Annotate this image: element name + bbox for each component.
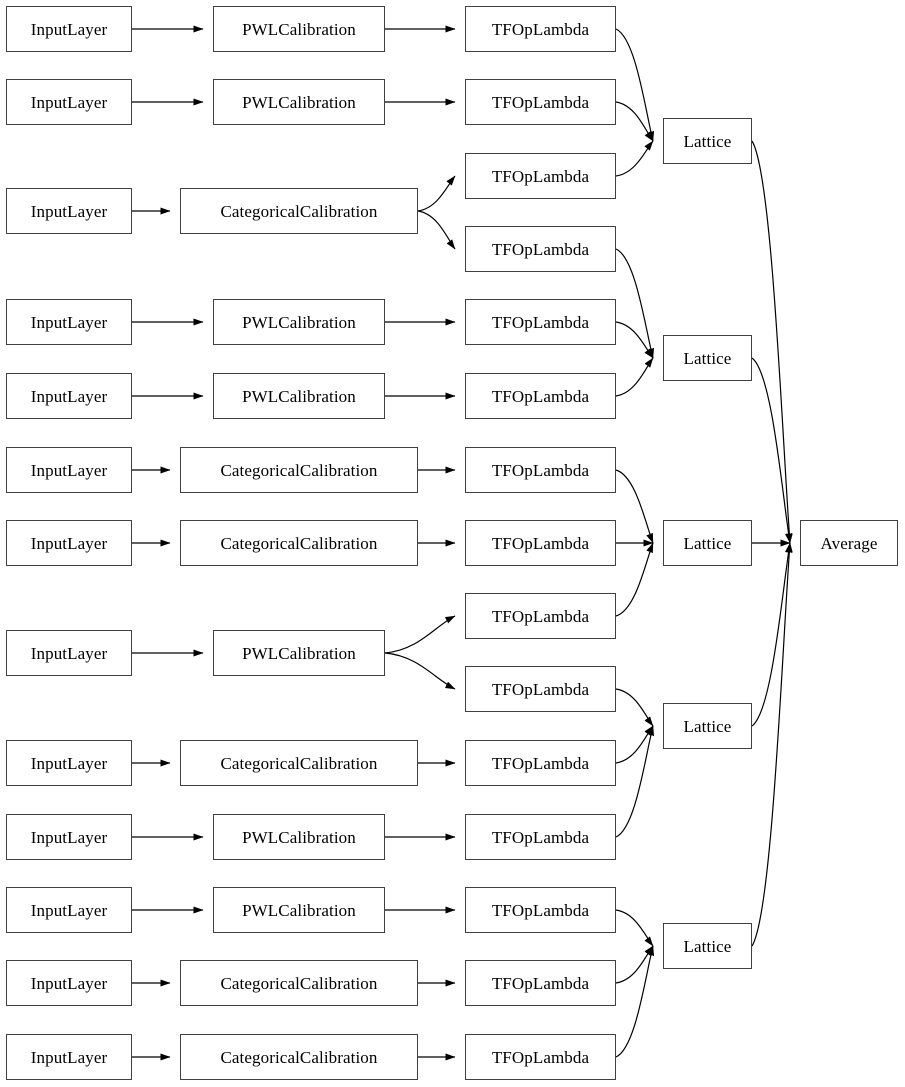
- node-cal2[interactable]: PWLCalibration: [213, 79, 385, 125]
- node-in10[interactable]: InputLayer: [6, 814, 132, 860]
- edge-op2-to-lat1: [615, 101, 654, 142]
- edge-cal3-to-op3: [417, 175, 456, 212]
- edge-op11-to-lat4: [615, 725, 654, 764]
- node-in11[interactable]: InputLayer: [6, 887, 132, 933]
- edge-op7-to-lat3: [615, 469, 654, 544]
- node-cal9[interactable]: CategoricalCalibration: [180, 740, 418, 786]
- edge-lat1-to-avg: [751, 140, 793, 544]
- node-in1[interactable]: InputLayer: [6, 6, 132, 52]
- node-in8[interactable]: InputLayer: [6, 630, 132, 676]
- edge-op1-to-lat1: [615, 28, 655, 142]
- edge-lat5-to-avg: [751, 542, 793, 947]
- edge-op3-to-lat1: [615, 140, 654, 177]
- node-lat3[interactable]: Lattice: [663, 520, 752, 566]
- node-cal3[interactable]: CategoricalCalibration: [180, 188, 418, 234]
- node-op13[interactable]: TFOpLambda: [465, 887, 616, 933]
- node-op11[interactable]: TFOpLambda: [465, 740, 616, 786]
- edge-op14-to-lat5: [615, 945, 654, 984]
- edge-op9-to-lat3: [615, 542, 654, 617]
- node-cal11[interactable]: PWLCalibration: [213, 887, 385, 933]
- edge-cal8-to-op9: [384, 615, 456, 654]
- edge-op6-to-lat2: [615, 357, 654, 397]
- node-lat1[interactable]: Lattice: [663, 118, 752, 164]
- edge-op4-to-lat2: [615, 248, 655, 359]
- edge-op13-to-lat5: [615, 909, 654, 947]
- node-op14[interactable]: TFOpLambda: [465, 960, 616, 1006]
- node-op8[interactable]: TFOpLambda: [465, 520, 616, 566]
- node-cal1[interactable]: PWLCalibration: [213, 6, 385, 52]
- node-op1[interactable]: TFOpLambda: [465, 6, 616, 52]
- node-op10[interactable]: TFOpLambda: [465, 666, 616, 712]
- node-cal12[interactable]: CategoricalCalibration: [180, 960, 418, 1006]
- node-op4[interactable]: TFOpLambda: [465, 226, 616, 272]
- edge-lat4-to-avg: [751, 542, 792, 727]
- node-op9[interactable]: TFOpLambda: [465, 593, 616, 639]
- node-in7[interactable]: InputLayer: [6, 520, 132, 566]
- node-lat4[interactable]: Lattice: [663, 703, 752, 749]
- node-lat5[interactable]: Lattice: [663, 923, 752, 969]
- node-op2[interactable]: TFOpLambda: [465, 79, 616, 125]
- node-in13[interactable]: InputLayer: [6, 1034, 132, 1080]
- edge-op15-to-lat5: [615, 945, 655, 1058]
- node-in9[interactable]: InputLayer: [6, 740, 132, 786]
- node-avg[interactable]: Average: [800, 520, 898, 566]
- edge-lat2-to-avg: [751, 357, 792, 544]
- node-op5[interactable]: TFOpLambda: [465, 299, 616, 345]
- edge-op5-to-lat2: [615, 321, 654, 359]
- node-op12[interactable]: TFOpLambda: [465, 814, 616, 860]
- node-op3[interactable]: TFOpLambda: [465, 153, 616, 199]
- node-lat2[interactable]: Lattice: [663, 335, 752, 381]
- node-in5[interactable]: InputLayer: [6, 373, 132, 419]
- node-op6[interactable]: TFOpLambda: [465, 373, 616, 419]
- edge-cal8-to-op10: [384, 652, 456, 690]
- node-cal5[interactable]: PWLCalibration: [213, 373, 385, 419]
- node-in3[interactable]: InputLayer: [6, 188, 132, 234]
- node-cal10[interactable]: PWLCalibration: [213, 814, 385, 860]
- node-in2[interactable]: InputLayer: [6, 79, 132, 125]
- node-op7[interactable]: TFOpLambda: [465, 447, 616, 493]
- edge-op10-to-lat4: [615, 688, 654, 727]
- node-in4[interactable]: InputLayer: [6, 299, 132, 345]
- node-cal8[interactable]: PWLCalibration: [213, 630, 385, 676]
- node-in12[interactable]: InputLayer: [6, 960, 132, 1006]
- node-cal6[interactable]: CategoricalCalibration: [180, 447, 418, 493]
- node-op15[interactable]: TFOpLambda: [465, 1034, 616, 1080]
- node-in6[interactable]: InputLayer: [6, 447, 132, 493]
- node-cal4[interactable]: PWLCalibration: [213, 299, 385, 345]
- edge-cal3-to-op4: [417, 210, 456, 250]
- node-cal13[interactable]: CategoricalCalibration: [180, 1034, 418, 1080]
- node-cal7[interactable]: CategoricalCalibration: [180, 520, 418, 566]
- edge-op12-to-lat4: [615, 725, 655, 838]
